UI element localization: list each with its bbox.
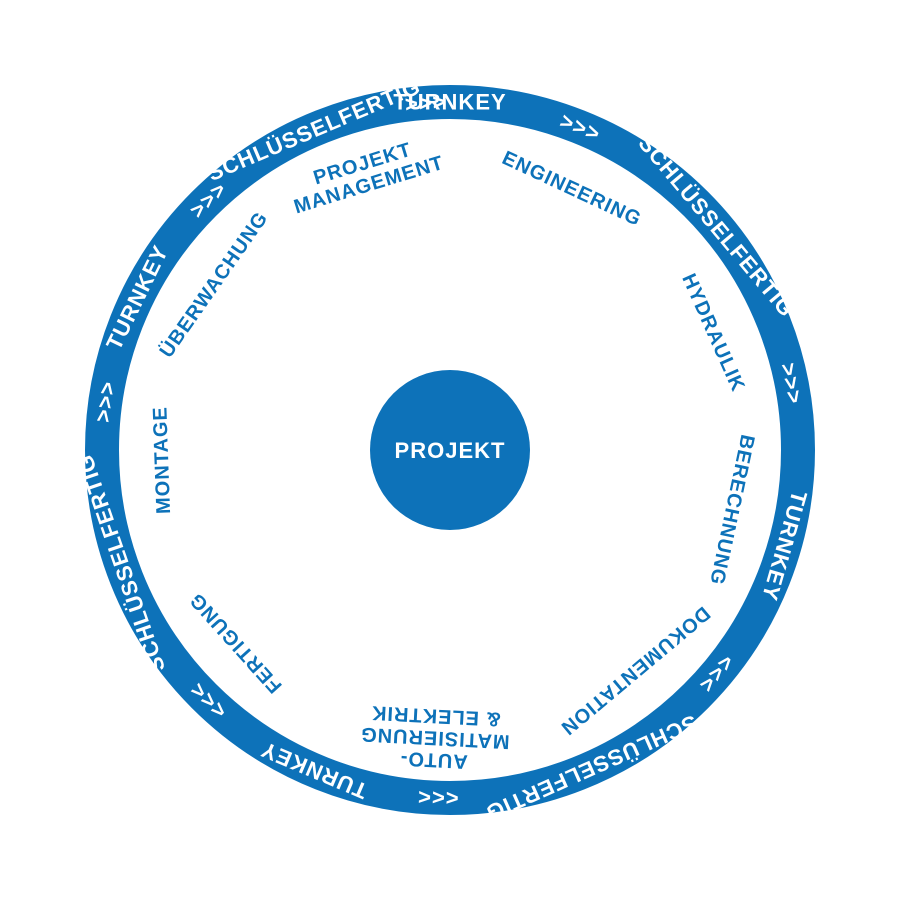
process-step-label: AUTO- [399, 747, 468, 773]
ring-label: TURNKEY [757, 488, 812, 604]
ring-label: TURNKEY [393, 90, 506, 115]
outer-ring-band [85, 85, 815, 815]
ring-label: SCHLÜSSELFERTIG [633, 131, 799, 322]
process-step-label: BERECHNUNG [705, 433, 758, 588]
ring-arrow: >>> [404, 89, 447, 117]
process-step: HYDRAULIK [677, 271, 749, 396]
process-step: BERECHNUNG [705, 433, 758, 588]
center-circle [370, 370, 530, 530]
outer-ring [85, 85, 815, 815]
center-node: PROJEKT [370, 370, 530, 530]
ring-arrow: >>> [90, 379, 121, 424]
process-step: MONTAGE [149, 406, 175, 514]
center-label: PROJEKT [395, 438, 506, 463]
ring-arrow: <<< [417, 785, 459, 811]
process-step-label: HYDRAULIK [677, 271, 749, 396]
process-step-label: MONTAGE [149, 406, 175, 514]
process-step: AUTO-MATISIERUNG& ELEKTRIK [360, 701, 510, 773]
ring-label: SCHLÜSSELFERTIG [482, 710, 701, 826]
